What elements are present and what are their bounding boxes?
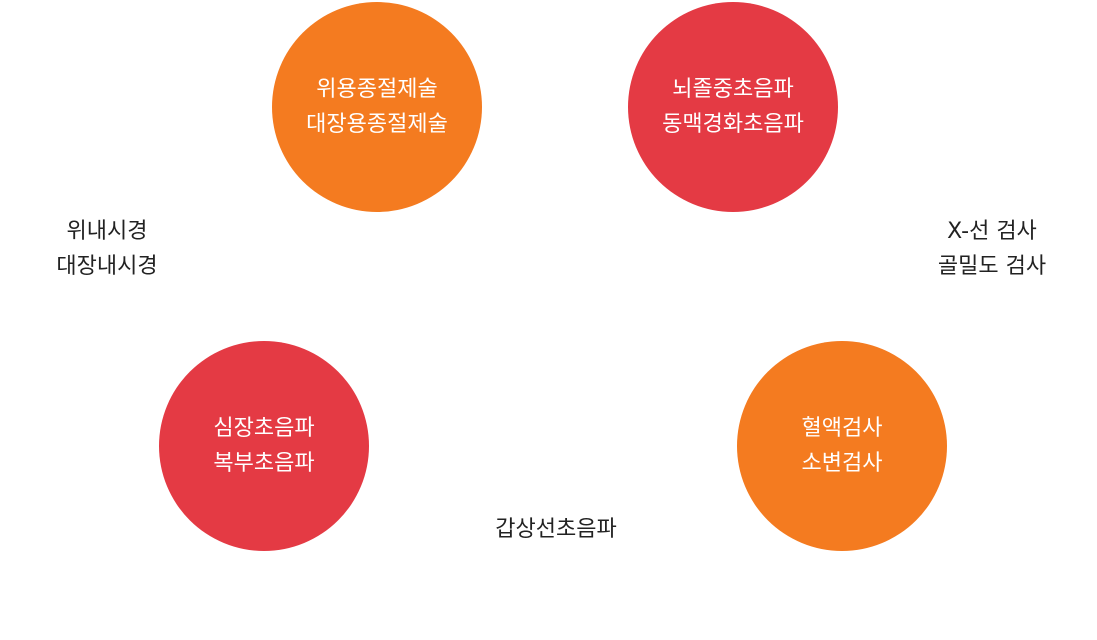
circle-polypectomy: 위용종절제술 대장용종절제술	[272, 2, 482, 212]
circle-cardiac-abdominal-ultrasound: 심장초음파 복부초음파	[159, 341, 369, 551]
circle-vascular-ultrasound: 뇌졸중초음파 동맥경화초음파	[628, 2, 838, 212]
label-endoscopy: 위내시경 대장내시경	[32, 214, 182, 284]
label-xray-bone-density: X-선 검사 골밀도 검사	[917, 214, 1067, 284]
circle-line: 심장초음파	[213, 416, 315, 441]
circle-line: 동맥경화초음파	[662, 112, 804, 137]
circle-line: 혈액검사	[801, 416, 883, 441]
label-line: 대장내시경	[56, 254, 158, 279]
label-thyroid-ultrasound: 갑상선초음파	[466, 512, 646, 547]
label-line: 갑상선초음파	[495, 517, 617, 542]
circle-line: 복부초음파	[213, 451, 315, 476]
label-line: 위내시경	[66, 219, 148, 244]
circle-line: 대장용종절제술	[306, 112, 448, 137]
circle-lab-tests: 혈액검사 소변검사	[737, 341, 947, 551]
circle-line: 위용종절제술	[316, 77, 438, 102]
label-line: 골밀도 검사	[937, 254, 1047, 279]
label-line: X-선 검사	[947, 219, 1037, 244]
circle-line: 뇌졸중초음파	[672, 77, 794, 102]
circle-line: 소변검사	[801, 451, 883, 476]
